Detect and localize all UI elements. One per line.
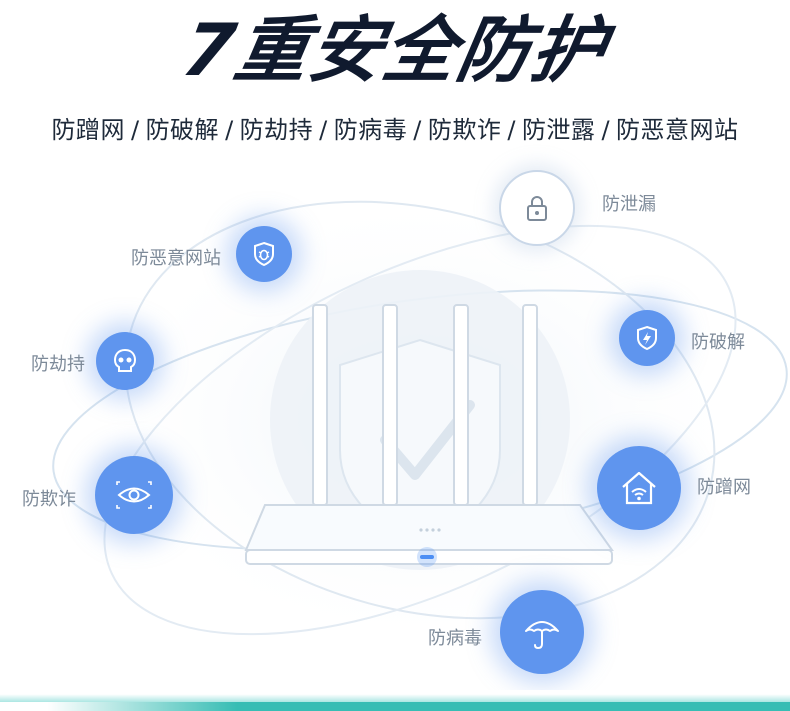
subline-item-malicious-site: 防恶意网站 (616, 116, 739, 144)
freeload-protection-badge (597, 446, 681, 530)
headline-banner: 7重安全防护 (0, 0, 790, 100)
virus-protection-label: 防病毒 (428, 628, 482, 649)
crack-protection-badge (619, 310, 675, 366)
subline-item-virus: 防病毒 (333, 116, 408, 144)
subline-separator: / (507, 116, 516, 144)
freeload-protection-label: 防蹭网 (697, 477, 751, 498)
malicious-site-protection-badge (236, 226, 292, 282)
crack-protection-label: 防破解 (691, 332, 745, 353)
leak-protection-label: 防泄漏 (602, 194, 656, 215)
subline-separator: / (601, 116, 611, 144)
home-wifi-icon (622, 471, 656, 505)
skull-icon (113, 348, 137, 372)
fraud-protection-label: 防欺诈 (22, 489, 76, 510)
subline-item-crack: 防破解 (145, 116, 220, 144)
subline-item-hijack: 防劫持 (239, 116, 314, 144)
lightning-shield-icon (637, 325, 657, 351)
subline-separator: / (225, 116, 234, 144)
subline-separator: / (413, 116, 422, 144)
lock-icon (527, 196, 547, 221)
fraud-protection-badge (95, 456, 173, 534)
bottom-accent-stripe (0, 690, 790, 711)
subline-separator: / (130, 116, 140, 144)
headline-title: 7重安全防护 (176, 8, 614, 92)
hijack-protection-badge (96, 332, 154, 390)
malicious-site-protection-label: 防恶意网站 (131, 248, 221, 269)
umbrella-icon (525, 621, 559, 650)
leak-protection-badge (499, 170, 575, 246)
subline-separator: / (319, 116, 328, 144)
router-led (420, 555, 434, 559)
feature-list-subtitle: 防蹭网/防破解/防劫持/防病毒/防欺诈/防泄露/防恶意网站 (0, 110, 790, 150)
virus-protection-badge (500, 590, 584, 674)
bug-shield-icon (254, 241, 274, 267)
router-top (244, 504, 614, 551)
subline-item-leak: 防泄露 (521, 116, 596, 144)
subline-item-freeload: 防蹭网 (51, 116, 125, 144)
router-illustration: 防泄漏 防恶意网站 防破解 防劫持 防欺诈 (0, 150, 790, 690)
eye-icon (116, 481, 152, 509)
subline-item-fraud: 防欺诈 (427, 116, 502, 144)
hijack-protection-label: 防劫持 (31, 354, 85, 375)
orbit-rings-graphic (52, 190, 788, 650)
